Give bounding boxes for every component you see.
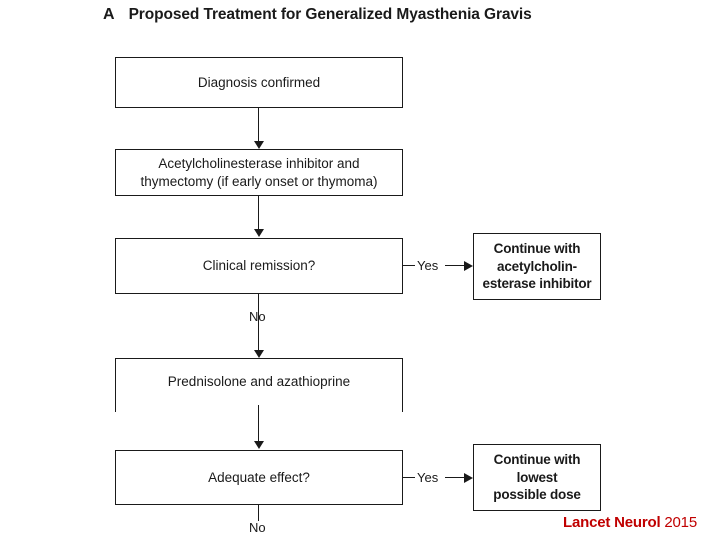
node-continue-ache-inhibitor: Continue with acetylcholin- esterase inh… — [473, 233, 601, 300]
panel-letter: A — [103, 6, 115, 23]
connector-remission-no — [258, 294, 260, 352]
arrowhead-remission-yes — [464, 261, 473, 271]
arrowhead-adequate-yes — [464, 473, 473, 483]
edge-label-adequate-yes: Yes — [417, 470, 439, 485]
page-title: A Proposed Treatment for Generalized Mya… — [103, 6, 532, 24]
arrowhead-remission-no — [254, 350, 264, 358]
page-title-text: Proposed Treatment for Generalized Myast… — [128, 6, 532, 23]
connector-remission-yes-arrow-line — [445, 265, 465, 267]
node-continue-ache-inhibitor-label: Continue with acetylcholin- esterase inh… — [482, 240, 592, 292]
node-prednisolone-azathioprine-label: Prednisolone and azathioprine — [167, 373, 351, 389]
edge-label-remission-yes: Yes — [417, 258, 439, 273]
node-first-line-therapy-label: Acetylcholinesterase inhibitor and thyme… — [140, 155, 378, 189]
source-credit: Lancet Neurol 2015 — [563, 514, 697, 531]
source-credit-year: 2015 — [664, 514, 697, 531]
source-credit-journal: Lancet Neurol — [563, 514, 661, 531]
node-continue-lowest-dose-label: Continue with lowest possible dose — [493, 451, 581, 503]
connector-first-line-to-remission — [258, 196, 260, 232]
node-first-line-therapy: Acetylcholinesterase inhibitor and thyme… — [115, 149, 403, 196]
connector-adequate-no — [258, 505, 260, 521]
node-diagnosis-confirmed: Diagnosis confirmed — [115, 57, 403, 108]
node-adequate-effect: Adequate effect? — [115, 450, 403, 505]
node-prednisolone-azathioprine: Prednisolone and azathioprine — [115, 358, 403, 412]
node-clinical-remission: Clinical remission? — [115, 238, 403, 294]
node-diagnosis-confirmed-label: Diagnosis confirmed — [197, 74, 321, 90]
node-adequate-effect-label: Adequate effect? — [208, 469, 310, 485]
arrowhead-first-line-to-remission — [254, 229, 264, 237]
connector-prednisolone-to-adequate — [258, 405, 260, 443]
connector-remission-yes-stub — [403, 265, 415, 267]
node-continue-lowest-dose: Continue with lowest possible dose — [473, 444, 601, 511]
connector-adequate-yes-stub — [403, 477, 415, 479]
arrowhead-prednisolone-to-adequate — [254, 441, 264, 449]
edge-label-adequate-no: No — [249, 520, 266, 535]
edge-label-remission-no: No — [249, 309, 266, 324]
connector-adequate-yes-arrow-line — [445, 477, 465, 479]
connector-diagnosis-to-first-line — [258, 108, 260, 144]
node-clinical-remission-label: Clinical remission? — [202, 258, 316, 274]
arrowhead-diagnosis-to-first-line — [254, 141, 264, 149]
